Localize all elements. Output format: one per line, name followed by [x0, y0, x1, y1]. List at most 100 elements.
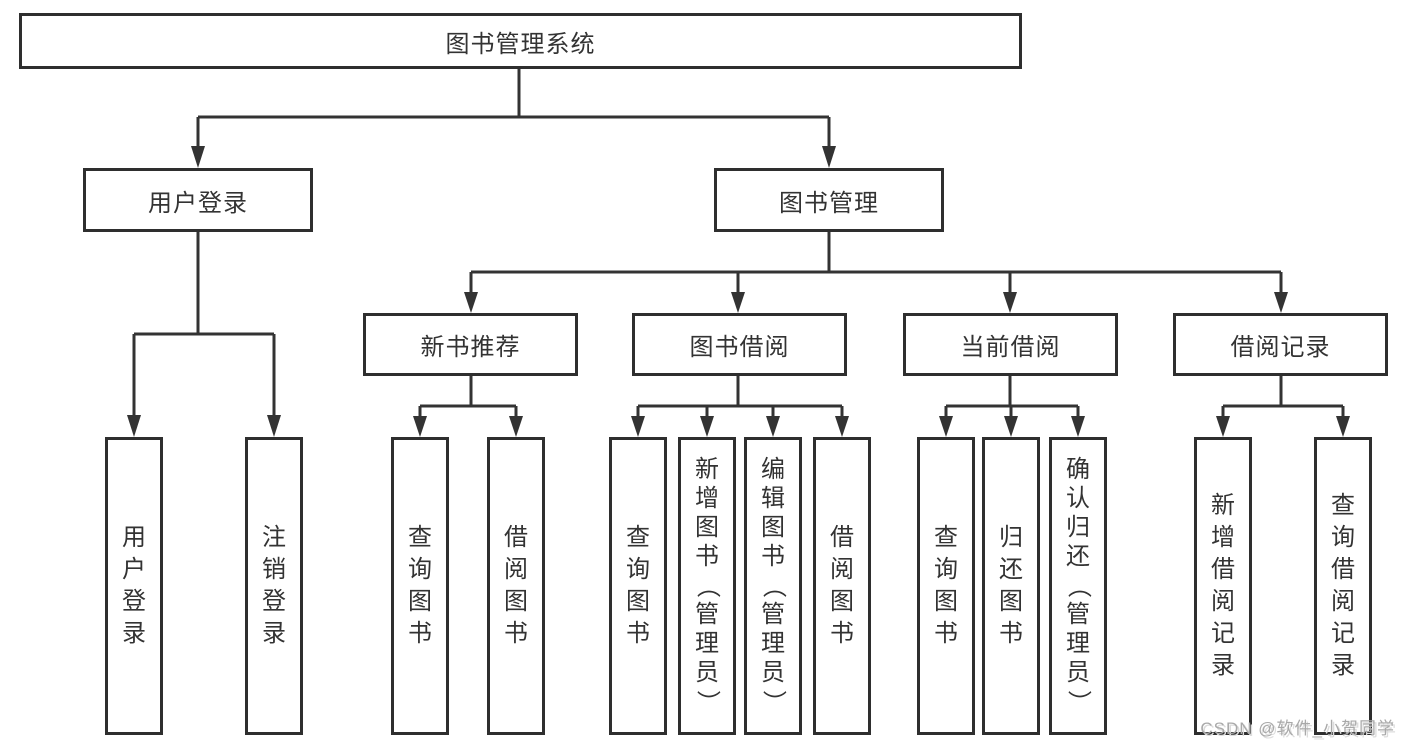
- node-borrow-records: 借阅记录: [1173, 313, 1388, 376]
- connector: [418, 376, 518, 417]
- leaf-node-char: 销: [262, 556, 286, 583]
- leaf-node-char: 书: [999, 620, 1023, 647]
- arrowhead: [464, 292, 478, 313]
- leaf-node-char: 登: [122, 588, 146, 615]
- arrowhead: [1003, 292, 1017, 313]
- leaf-node-char: 图: [999, 588, 1023, 615]
- arrowhead: [700, 416, 714, 437]
- leaf-node-char: ）: [760, 690, 787, 714]
- leaf-node-char: 书: [504, 620, 528, 647]
- node-book-borrow: 图书借阅: [632, 313, 847, 376]
- arrowhead: [1071, 416, 1085, 437]
- leaf-node-char: 图: [830, 588, 854, 615]
- leaf-node-char: 辑: [761, 485, 785, 512]
- leaf-node-char: 记: [1331, 620, 1355, 647]
- leaf-node-char: 理: [761, 630, 785, 657]
- leaf-node-char: 书: [695, 543, 719, 570]
- leaf-node-char: 图: [934, 588, 958, 615]
- leaf-node-char: 借: [1211, 556, 1235, 583]
- arrowhead: [939, 416, 953, 437]
- leaf-node-char: 图: [408, 588, 432, 615]
- arrowhead: [509, 416, 523, 437]
- leaf-node-confirm-return-admin: 确认归还（管理员）: [1049, 437, 1107, 735]
- leaf-node-char: 询: [1331, 524, 1355, 551]
- connector: [636, 376, 844, 417]
- leaf-node-char: ）: [1065, 690, 1092, 714]
- leaf-node-char: 增: [695, 485, 719, 512]
- leaf-node-char: 书: [761, 543, 785, 570]
- leaf-node-char: 查: [626, 524, 650, 551]
- leaf-node-add-books-admin: 新增图书（管理员）: [678, 437, 736, 735]
- node-new-book-recommend: 新书推荐: [363, 313, 578, 376]
- leaf-node-char: 增: [1211, 524, 1235, 551]
- leaf-node-char: 图: [626, 588, 650, 615]
- arrowhead: [1216, 416, 1230, 437]
- leaf-node-char: 编: [761, 456, 785, 483]
- leaf-node-char: 管: [1066, 601, 1090, 628]
- arrowhead: [835, 416, 849, 437]
- leaf-node-char: 理: [695, 630, 719, 657]
- node-new-book-recommend-label: 新书推荐: [420, 334, 521, 361]
- leaf-node-char: 管: [695, 601, 719, 628]
- leaf-node-char: 确: [1066, 456, 1090, 483]
- arrowhead: [1004, 416, 1018, 437]
- leaf-node-char: 新: [1211, 492, 1235, 519]
- leaf-node-char: 借: [1331, 556, 1355, 583]
- connector: [944, 376, 1080, 417]
- leaf-node-char: 阅: [1211, 588, 1235, 615]
- leaf-node-char: ）: [694, 690, 721, 714]
- leaf-node-char: 查: [1331, 492, 1355, 519]
- arrowhead: [631, 416, 645, 437]
- leaf-node-add-borrow-record: 新增借阅记录: [1194, 437, 1252, 735]
- arrowhead: [413, 416, 427, 437]
- leaf-node-char: 归: [999, 524, 1023, 551]
- node-book-management: 图书管理: [714, 168, 944, 232]
- leaf-node-char: 录: [1331, 652, 1355, 679]
- leaf-node-char: 阅: [830, 556, 854, 583]
- leaf-node-char: 员: [761, 659, 785, 686]
- node-current-borrow-label: 当前借阅: [960, 334, 1061, 361]
- leaf-node-char: 查: [934, 524, 958, 551]
- leaf-node-char: 借: [830, 524, 854, 551]
- leaf-node-char: 书: [830, 620, 854, 647]
- connector: [1221, 376, 1345, 417]
- leaf-node-query-books-2: 查询图书: [609, 437, 667, 735]
- connector: [132, 232, 276, 417]
- leaf-node-char: 员: [695, 659, 719, 686]
- node-borrow-records-label: 借阅记录: [1230, 334, 1331, 361]
- leaf-node-char: 借: [504, 524, 528, 551]
- node-root: 图书管理系统: [19, 13, 1022, 69]
- leaf-node-char: 阅: [504, 556, 528, 583]
- connector: [196, 69, 831, 148]
- leaf-node-char: 记: [1211, 620, 1235, 647]
- leaf-node-query-books-1: 查询图书: [391, 437, 449, 735]
- leaf-node-char: 户: [122, 556, 146, 583]
- leaf-node-char: 查: [408, 524, 432, 551]
- leaf-node-query-borrow-record: 查询借阅记录: [1314, 437, 1372, 735]
- leaf-node-user-login: 用户登录: [105, 437, 163, 735]
- node-user-login-label: 用户登录: [148, 189, 248, 217]
- leaf-node-char: 图: [761, 514, 785, 541]
- leaf-node-char: 阅: [1331, 588, 1355, 615]
- leaf-node-char: 用: [122, 524, 146, 551]
- connector: [469, 232, 1283, 294]
- leaf-node-char: 员: [1066, 659, 1090, 686]
- node-user-login: 用户登录: [83, 168, 313, 232]
- leaf-node-char: 新: [695, 456, 719, 483]
- node-book-management-label: 图书管理: [779, 189, 879, 217]
- arrowhead: [731, 292, 745, 313]
- arrowhead: [822, 146, 836, 168]
- node-root-label: 图书管理系统: [445, 30, 596, 58]
- leaf-node-char: 登: [262, 588, 286, 615]
- leaf-node-borrow-books-2: 借阅图书: [813, 437, 871, 735]
- leaf-node-char: 归: [1066, 514, 1090, 541]
- leaf-node-char: 书: [408, 620, 432, 647]
- node-book-borrow-label: 图书借阅: [689, 334, 790, 361]
- leaf-node-char: 录: [122, 620, 146, 647]
- leaf-node-borrow-books-1: 借阅图书: [487, 437, 545, 735]
- leaf-node-char: 书: [934, 620, 958, 647]
- leaf-node-char: 还: [999, 556, 1023, 583]
- leaf-node-char: 书: [626, 620, 650, 647]
